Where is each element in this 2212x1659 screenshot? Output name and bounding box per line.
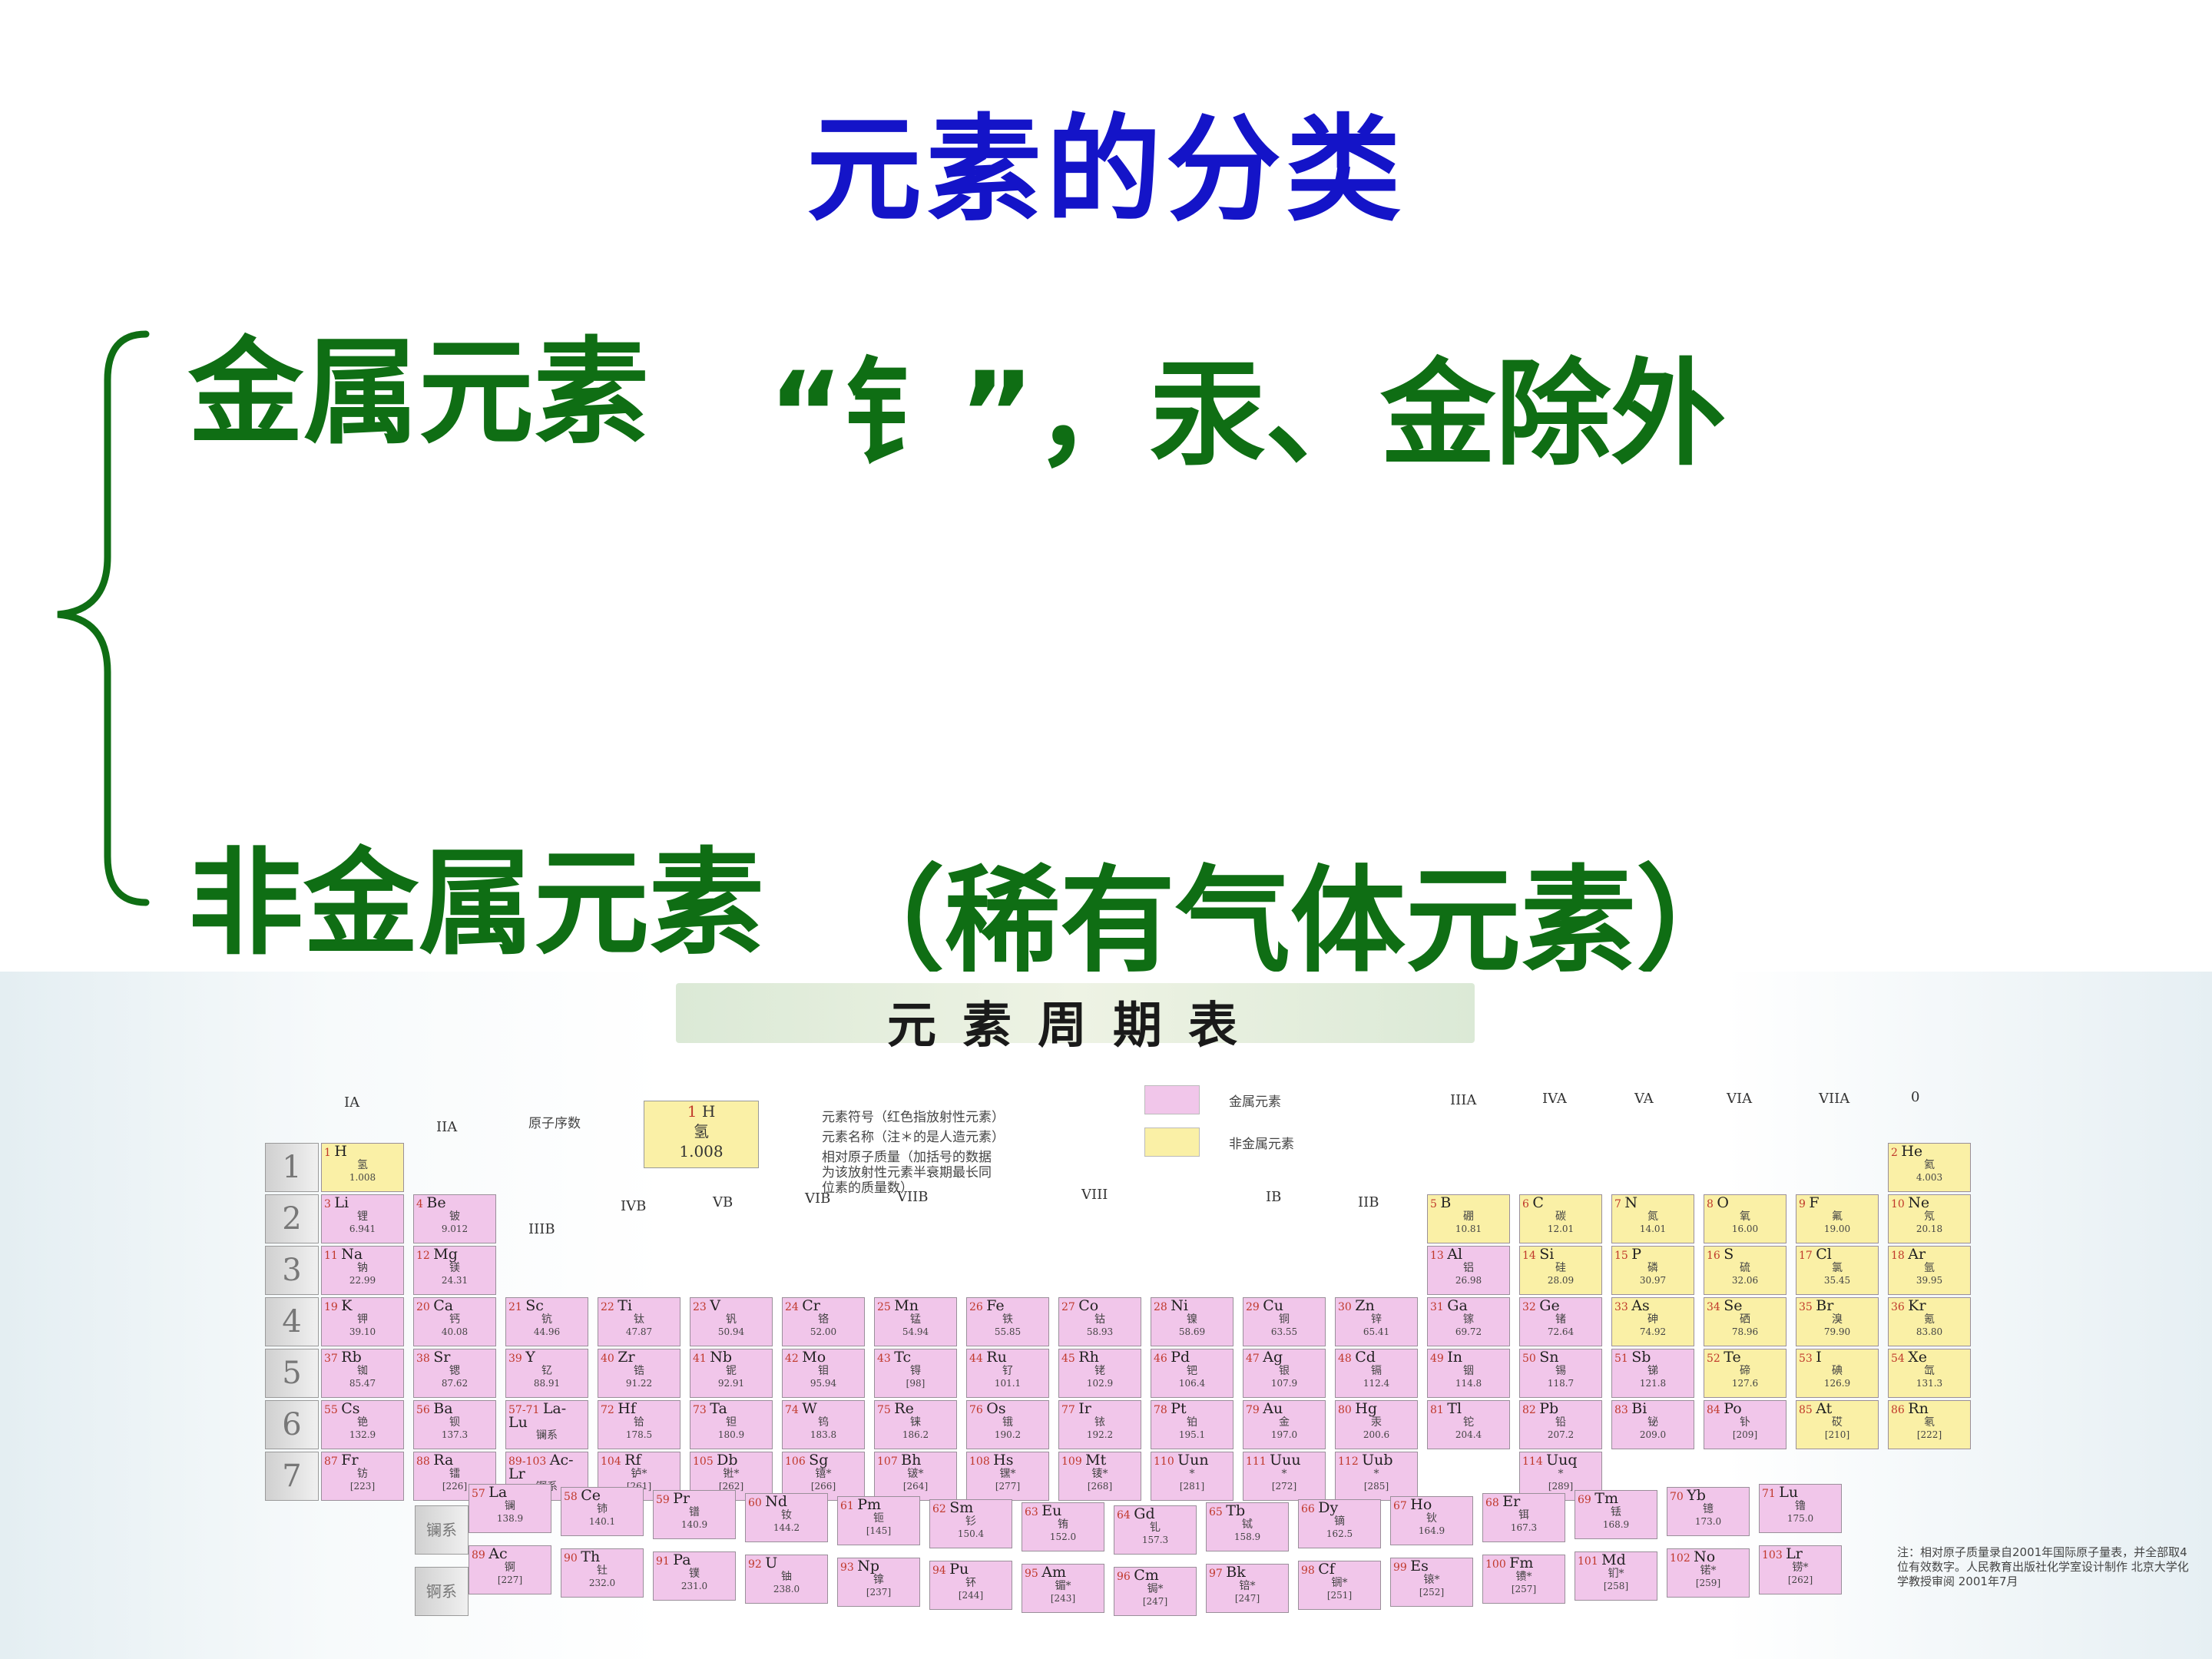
- legend-metal-swatch: [1144, 1085, 1200, 1114]
- legend-nonmetal-swatch: [1144, 1128, 1200, 1157]
- periodic-table-banner: [676, 983, 1475, 1043]
- legend-name-label: 元素名称（注＊的是人造元素）: [822, 1130, 1005, 1145]
- legend-mass-label-1: 相对原子质量（加括号的数据: [822, 1150, 992, 1165]
- nonmetal-elements-label: 非金属元素: [188, 837, 765, 971]
- legend-mass-label-3: 位素的质量数）: [822, 1181, 913, 1196]
- legend-key-name: 氢: [694, 1122, 709, 1141]
- legend-key-number: 1: [687, 1102, 697, 1121]
- metal-elements-note: “钅”，汞、金除外: [768, 348, 1727, 482]
- legend-key-cell: 1 H 氢 1.008: [644, 1101, 759, 1168]
- curly-brace: [57, 330, 150, 906]
- periodic-table-image: [0, 972, 2212, 1659]
- legend-key-mass: 1.008: [679, 1142, 724, 1161]
- legend-atomic-number-label: 原子序数: [528, 1116, 581, 1131]
- legend-metal-label: 金属元素: [1229, 1094, 1281, 1110]
- nonmetal-elements-note: （稀有气体元素）: [830, 855, 1752, 988]
- periodic-table-title: 元素周期表: [887, 997, 1263, 1055]
- legend-mass-label-2: 为该放射性元素半衰期最长同: [822, 1165, 992, 1181]
- legend-symbol-label: 元素符号（红色指放射性元素）: [822, 1110, 1005, 1125]
- legend-nonmetal-label: 非金属元素: [1229, 1137, 1294, 1152]
- periodic-table-note: 注：相对原子质量录自2001年国际原子量表，并全部取4位有效数字。人民教育出版社…: [1897, 1545, 2189, 1588]
- slide-title: 元素的分类: [806, 104, 1406, 237]
- legend-key-symbol: H: [701, 1102, 716, 1121]
- metal-elements-label: 金属元素: [188, 326, 650, 460]
